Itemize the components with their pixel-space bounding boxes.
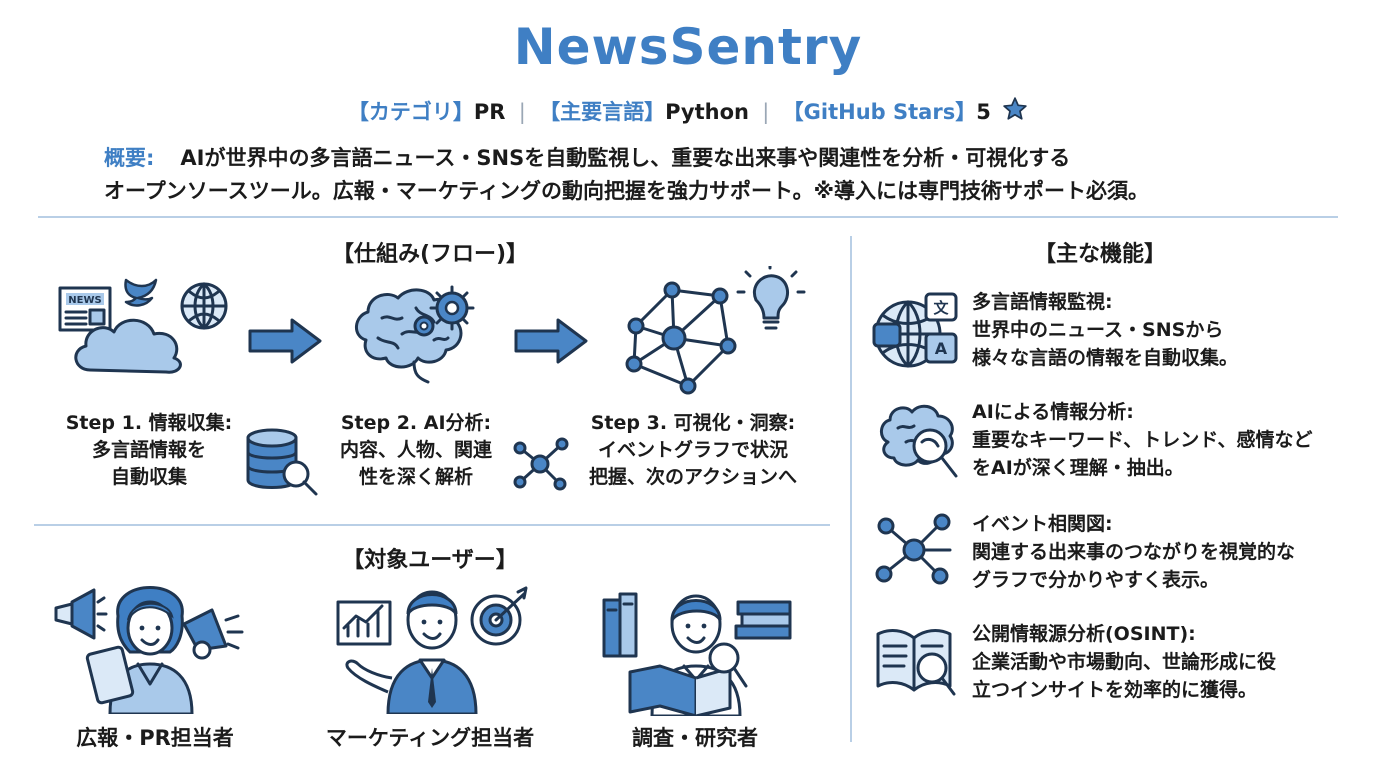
summary-label: 概要: — [104, 146, 155, 170]
app-title: NewsSentry — [513, 18, 863, 76]
feature-multilingual: 多言語情報監視: 世界中のニュース・SNSから 様々な言語の情報を自動収集。 — [972, 291, 1239, 369]
marketing-user-icon — [336, 586, 528, 714]
feature-ai-analysis: AIによる情報分析: 重要なキーワード、トレンド、感情など をAIが深く理解・抽… — [972, 401, 1313, 479]
network-bulb-icon — [625, 266, 806, 395]
meta-line: 【カテゴリ】PR | 【主要言語】Python | 【GitHub Stars】… — [0, 96, 1376, 126]
step-1-text: Step 1. 情報収集: 多言語情報を 自動収集 — [65, 412, 233, 488]
flow-arrow-icon — [514, 318, 588, 364]
user-label-researcher: 調査・研究者 — [632, 726, 758, 750]
news-badge: NEWS — [68, 295, 101, 306]
news-cloud-icon: NEWS — [58, 278, 228, 374]
stars-label: 【GitHub Stars】 — [782, 100, 977, 124]
users-title: 【対象ユーザー】 — [342, 548, 518, 573]
meta-separator: | — [518, 100, 526, 124]
meta-separator: | — [762, 100, 770, 124]
language-value: Python — [665, 100, 749, 124]
category-label: 【カテゴリ】 — [347, 100, 474, 124]
brain-gear-icon — [355, 285, 475, 384]
summary: 概要: AIが世界中の多言語ニュース・SNSを自動監視し、重要な出来事や関連性を分… — [104, 142, 1334, 208]
feature-event-graph: イベント相関図: 関連する出来事のつながりを視覚的な グラフで分かりやすく表示。 — [972, 513, 1296, 591]
step-2-text: Step 2. AI分析: 内容、人物、関連 性を深く解析 — [339, 412, 492, 488]
features-title: 【主な機能】 — [1033, 242, 1166, 267]
flow-title: 【仕組み(フロー)】 — [331, 242, 529, 267]
small-network-icon — [513, 437, 569, 491]
user-label-pr: 広報・PR担当者 — [76, 726, 234, 750]
globe-translate-icon: 文 A — [872, 292, 958, 368]
translate-glyph: 文 — [933, 299, 949, 317]
category-value: PR — [473, 100, 506, 124]
header-divider — [38, 216, 1338, 218]
stars-value: 5 — [976, 100, 991, 124]
pr-user-icon — [54, 586, 244, 714]
event-network-icon — [875, 513, 952, 585]
language-label: 【主要言語】 — [539, 100, 666, 124]
brain-search-icon — [880, 404, 958, 478]
book-search-icon — [876, 629, 956, 696]
database-search-icon — [246, 428, 318, 496]
column-divider — [850, 236, 852, 742]
summary-line-1: AIが世界中の多言語ニュース・SNSを自動監視し、重要な出来事や関連性を分析・可… — [180, 146, 1071, 170]
summary-line-2: オープンソースツール。広報・マーケティングの動向把握を強力サポート。※導入には専… — [104, 179, 1150, 203]
flow-arrow-icon — [248, 318, 322, 364]
step-3-text: Step 3. 可視化・洞察: イベントグラフで状況 把握、次のアクションへ — [588, 412, 798, 488]
feature-osint: 公開情報源分析(OSINT): 企業活動や市場動向、世論形成に役 立つインサイト… — [972, 623, 1277, 701]
researcher-user-icon — [602, 592, 792, 716]
flow-divider — [34, 524, 830, 526]
star-icon — [1003, 97, 1027, 120]
user-label-marketing: マーケティング担当者 — [325, 726, 535, 750]
translate-glyph: A — [935, 339, 948, 358]
